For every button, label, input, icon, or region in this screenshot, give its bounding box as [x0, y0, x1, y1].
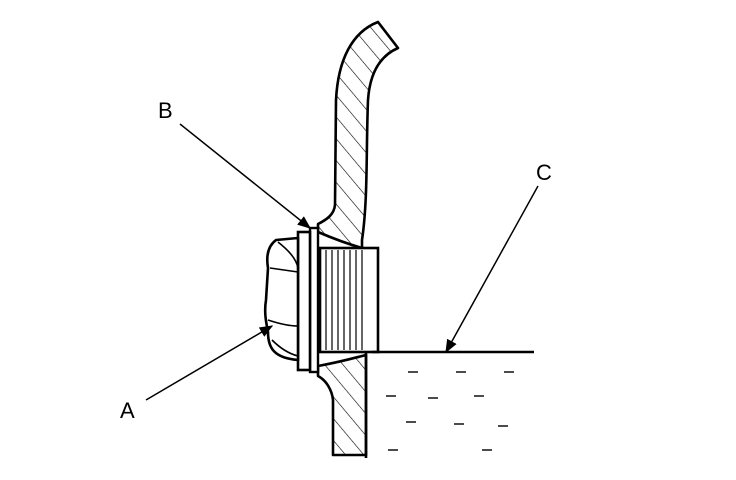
callout-label-b: B [158, 98, 173, 123]
callout-label-a: A [120, 398, 135, 423]
leader-line-b [179, 123, 312, 229]
hex-head-facets [267, 241, 299, 357]
leader-line-c [445, 185, 539, 354]
upper-pan-wall [316, 20, 400, 250]
plug-flange [296, 230, 312, 372]
callout-label-c: C [536, 160, 552, 185]
plug-shank [318, 246, 380, 354]
fluid-dashes [386, 371, 514, 451]
leader-line-a [145, 325, 274, 401]
lower-pan-wall [316, 353, 368, 457]
plug-threads [325, 250, 363, 350]
